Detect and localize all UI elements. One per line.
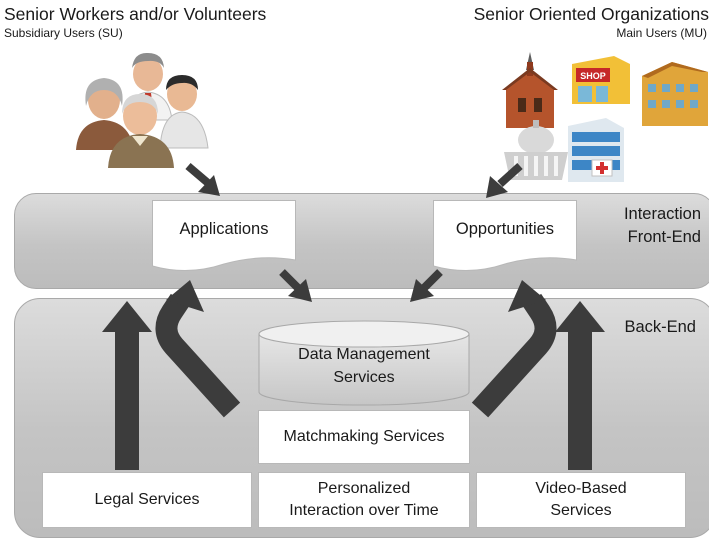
opportunities-label: Opportunities — [455, 220, 555, 238]
frontend-band — [14, 193, 709, 289]
arrow-mu-to-opportunities — [486, 163, 523, 198]
data-management-line2: Services — [333, 369, 395, 386]
video-line2: Services — [550, 502, 612, 519]
personalized-line1: Personalized — [317, 480, 411, 497]
applications-document: Applications — [152, 200, 296, 276]
frontend-label: Interaction Front-End — [624, 203, 701, 249]
su-subtitle: Subsidiary Users (SU) — [4, 26, 123, 40]
arrow-opportunities-to-data — [410, 269, 443, 302]
mu-title: Senior Oriented Organizations — [473, 4, 709, 24]
data-management-line1: Data Management — [298, 346, 430, 363]
organization-buildings-icon: SHOP — [502, 52, 708, 182]
arrow-matchmaking-to-opportunities — [471, 280, 557, 418]
shop-sign: SHOP — [580, 71, 606, 81]
mu-subtitle: Main Users (MU) — [616, 26, 707, 40]
arrow-su-to-applications — [185, 162, 220, 196]
video-based-services-box: Video-Based Services — [476, 472, 686, 528]
data-management-label: Data Management Services — [258, 343, 470, 389]
personalized-line2: Interaction over Time — [289, 502, 439, 519]
personalized-interaction-box: Personalized Interaction over Time — [258, 472, 470, 528]
arrow-matchmaking-to-applications — [155, 280, 241, 418]
legal-services-box: Legal Services — [42, 472, 252, 528]
applications-label: Applications — [179, 220, 269, 238]
matchmaking-services-box: Matchmaking Services — [258, 410, 470, 464]
data-management-cylinder — [258, 320, 470, 406]
frontend-label-line2: Front-End — [627, 228, 701, 246]
arrow-legal-up — [102, 301, 152, 470]
backend-label: Back-End — [624, 318, 696, 336]
video-line1: Video-Based — [535, 480, 627, 497]
arrow-applications-to-data — [279, 269, 312, 302]
opportunities-document: Opportunities — [433, 200, 577, 276]
arrow-video-up — [555, 301, 605, 470]
senior-people-icon — [76, 52, 209, 168]
frontend-label-line1: Interaction — [623, 205, 701, 223]
su-title: Senior Workers and/or Volunteers — [4, 4, 267, 24]
